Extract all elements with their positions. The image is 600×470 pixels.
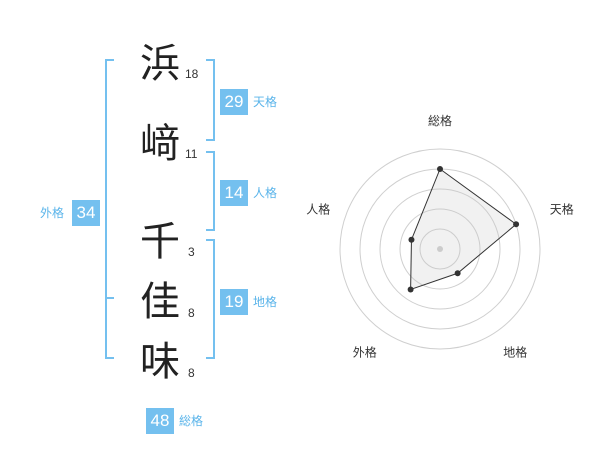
jinkaku-bracket: [206, 151, 215, 231]
radar-polygon: [410, 168, 517, 291]
radar-ring-2: [399, 208, 481, 290]
jinkaku-value: 14: [220, 180, 248, 206]
radar-axis-label-3: 地格: [503, 345, 527, 360]
radar-center: [437, 246, 443, 252]
stroke-count-5: 8: [188, 366, 195, 380]
chikaku-value: 19: [220, 289, 248, 315]
radar-axis-label-1: 総格: [428, 113, 452, 128]
radar-point-4: [407, 286, 414, 293]
soukaku-value: 48: [146, 408, 174, 434]
stroke-count-2: 11: [185, 147, 198, 161]
radar-axis-label-4: 外格: [353, 345, 377, 360]
name-char-3: 千: [140, 219, 180, 265]
stroke-count-3: 3: [188, 245, 195, 259]
tenkaku-label: 天格: [253, 95, 278, 109]
soukaku-label: 総格: [179, 414, 204, 428]
gaikaku-bracket: [105, 59, 114, 359]
radar-point-3: [454, 270, 461, 277]
radar-ring-5: [339, 148, 541, 350]
radar-point-5: [408, 236, 415, 243]
name-char-2: 﨑: [140, 121, 180, 167]
name-char-4: 佳: [140, 279, 180, 325]
radar-axis-label-5: 人格: [306, 201, 330, 216]
gaikaku-label: 外格: [40, 206, 65, 220]
gaikaku-value: 34: [72, 200, 100, 226]
radar-axis-label-2: 天格: [550, 201, 574, 216]
tenkaku-bracket: [206, 59, 215, 141]
tenkaku-value: 29: [220, 89, 248, 115]
radar-ring-1: [419, 228, 461, 270]
chikaku-bracket: [206, 239, 215, 359]
stroke-count-1: 18: [185, 67, 199, 81]
jinkaku-label: 人格: [253, 186, 278, 200]
radar-point-1: [437, 166, 443, 172]
chikaku-label: 地格: [253, 295, 278, 309]
name-char-5: 味: [140, 339, 180, 385]
radar-ring-3: [379, 188, 501, 310]
radar-point-2: [513, 221, 520, 228]
stroke-count-4: 8: [188, 306, 195, 320]
name-char-1: 浜: [140, 41, 180, 87]
